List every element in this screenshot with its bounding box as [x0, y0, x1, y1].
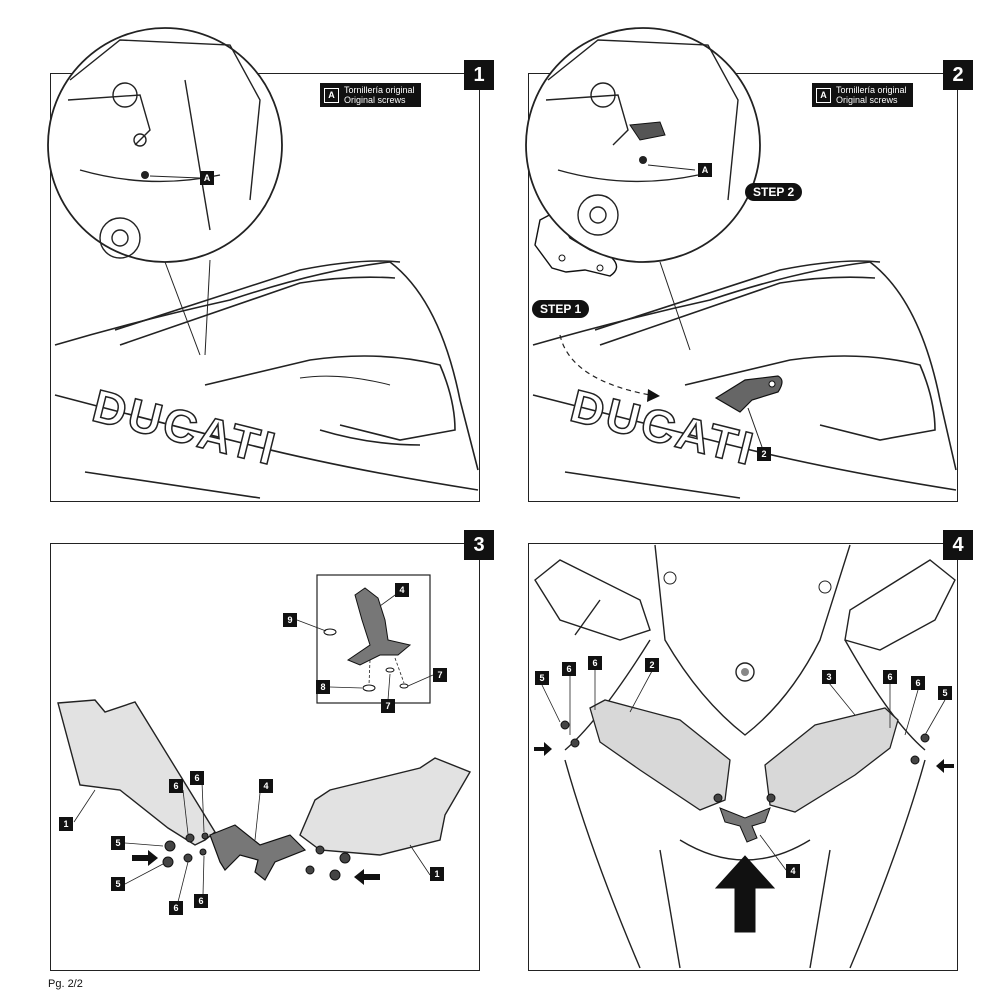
- callout-1-left: 1: [59, 817, 73, 831]
- callout-part-2-panel-2: 2: [757, 447, 771, 461]
- panel-number-1: 1: [464, 60, 494, 90]
- panel-3: [50, 543, 480, 971]
- callout-2-panel-4: 2: [645, 658, 659, 672]
- callout-6-bottom-right: 6: [194, 894, 208, 908]
- callout-5-top: 5: [111, 836, 125, 850]
- callout-7-bottom: 7: [381, 699, 395, 713]
- callout-6-b-panel-4: 6: [588, 656, 602, 670]
- callout-6-bottom-left: 6: [169, 901, 183, 915]
- callout-a-panel-2: A: [698, 163, 712, 177]
- callout-5-bottom: 5: [111, 877, 125, 891]
- step-1-label: STEP 1: [532, 300, 590, 318]
- callout-4-main: 4: [259, 779, 273, 793]
- callout-7-right: 7: [433, 668, 447, 682]
- legend-line-en: Original screws: [836, 95, 898, 105]
- callout-5-left-panel-4: 5: [535, 671, 549, 685]
- callout-4-inset: 4: [395, 583, 409, 597]
- callout-9: 9: [283, 613, 297, 627]
- legend-letter: A: [324, 87, 339, 103]
- panel-1: [50, 73, 480, 502]
- callout-6-a-panel-4: 6: [562, 662, 576, 676]
- callout-5-right-panel-4: 5: [938, 686, 952, 700]
- panel-number-3: 3: [464, 530, 494, 560]
- legend-line-es: Tornillería original: [836, 85, 907, 95]
- callout-6-top-right: 6: [190, 771, 204, 785]
- panel-4: [528, 543, 958, 971]
- panel-number-4: 4: [943, 530, 973, 560]
- panel-number-2: 2: [943, 60, 973, 90]
- step-2-label: STEP 2: [745, 183, 803, 201]
- callout-6-d-panel-4: 6: [911, 676, 925, 690]
- callout-1-right: 1: [430, 867, 444, 881]
- callout-a-panel-1: A: [200, 171, 214, 185]
- legend-letter: A: [816, 87, 831, 103]
- callout-4-panel-4: 4: [786, 864, 800, 878]
- callout-3-panel-4: 3: [822, 670, 836, 684]
- page-footer: Pg. 2/2: [48, 978, 83, 990]
- legend-line-en: Original screws: [344, 95, 406, 105]
- callout-6-top-left: 6: [169, 779, 183, 793]
- legend-line-es: Tornillería original: [344, 85, 415, 95]
- callout-6-c-panel-4: 6: [883, 670, 897, 684]
- callout-8: 8: [316, 680, 330, 694]
- panel-2: [528, 73, 958, 502]
